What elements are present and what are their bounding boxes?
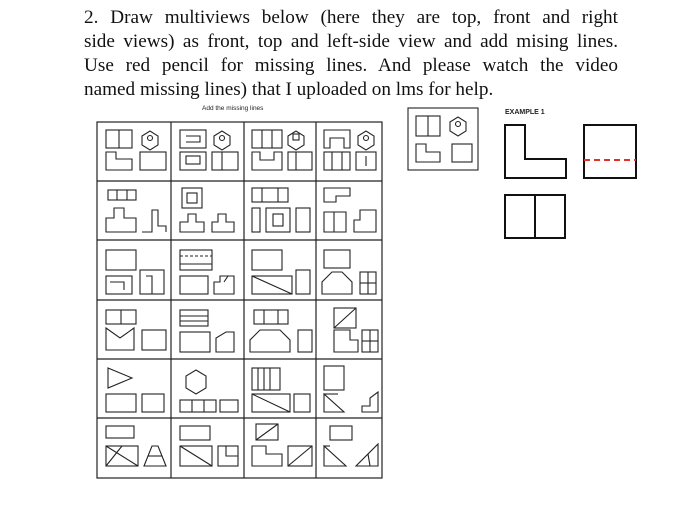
problem-r5c1 xyxy=(105,367,165,413)
problem-r1c3 xyxy=(251,129,313,171)
problem-r4c1 xyxy=(105,309,167,351)
example-solution xyxy=(504,124,637,239)
instructions-line-2: side views) as front, top and left-side … xyxy=(84,31,618,52)
problem-r1c2 xyxy=(179,129,239,171)
problem-r6c4 xyxy=(323,425,379,467)
instructions-line-3: Use red pencil for missing lines. And pl… xyxy=(84,55,618,76)
problem-r3c2 xyxy=(179,249,235,295)
worksheet-caption: Add the missing lines xyxy=(202,105,264,112)
example-side-view xyxy=(583,124,637,179)
example-label: EXAMPLE 1 xyxy=(505,109,545,116)
problem-r2c2 xyxy=(179,187,235,233)
problem-r4c4 xyxy=(333,307,379,353)
problem-r3c1 xyxy=(105,249,165,295)
problem-r3c4 xyxy=(321,249,377,295)
problem-r4c3 xyxy=(249,309,313,353)
instructions-paragraph: 2. Draw multiviews below (here they are … xyxy=(84,6,618,102)
problem-r4c2 xyxy=(179,309,235,353)
problem-r6c1 xyxy=(105,425,167,467)
problem-r2c4 xyxy=(323,187,377,233)
example-front-view xyxy=(504,124,567,179)
problem-r6c2 xyxy=(179,425,239,467)
example-reference-sketch xyxy=(407,107,479,171)
problem-r6c3 xyxy=(251,423,313,467)
problem-r2c3 xyxy=(251,187,311,233)
problem-r3c3 xyxy=(251,249,311,295)
problem-r2c1 xyxy=(105,189,167,233)
problem-r5c3 xyxy=(251,367,311,413)
problem-r1c4 xyxy=(323,129,377,171)
problem-r5c4 xyxy=(323,365,379,413)
instructions-line-1: 2. Draw multiviews below (here they are … xyxy=(84,7,618,28)
problem-r5c2 xyxy=(179,369,239,413)
worksheet-grid xyxy=(96,121,383,479)
instructions-line-4: named missing lines) that I uploaded on … xyxy=(84,79,494,100)
problem-r1c1 xyxy=(105,129,167,171)
